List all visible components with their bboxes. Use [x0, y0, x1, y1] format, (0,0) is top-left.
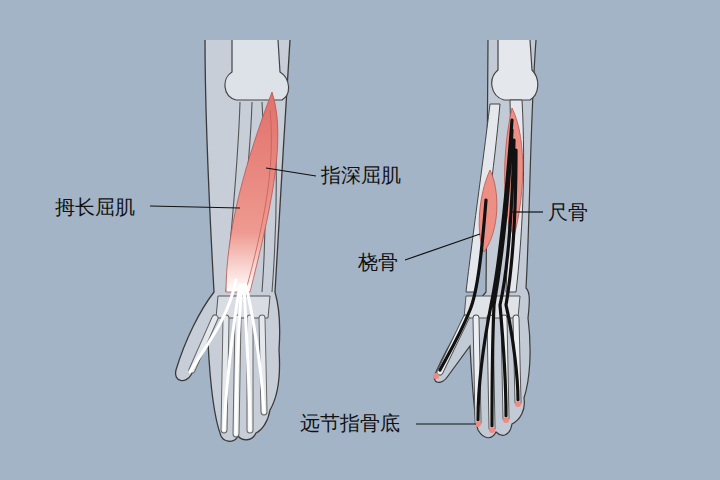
- left-arm: [176, 40, 290, 441]
- part-label: 远节指骨底: [300, 411, 400, 435]
- part-label: 尺骨: [548, 200, 588, 224]
- part-label: 桡骨: [358, 250, 398, 274]
- part-label: 拇长屈肌: [55, 195, 135, 219]
- right-arm: [433, 40, 538, 438]
- part-label: 指深屈肌: [321, 163, 401, 187]
- leader-lines: [150, 168, 543, 424]
